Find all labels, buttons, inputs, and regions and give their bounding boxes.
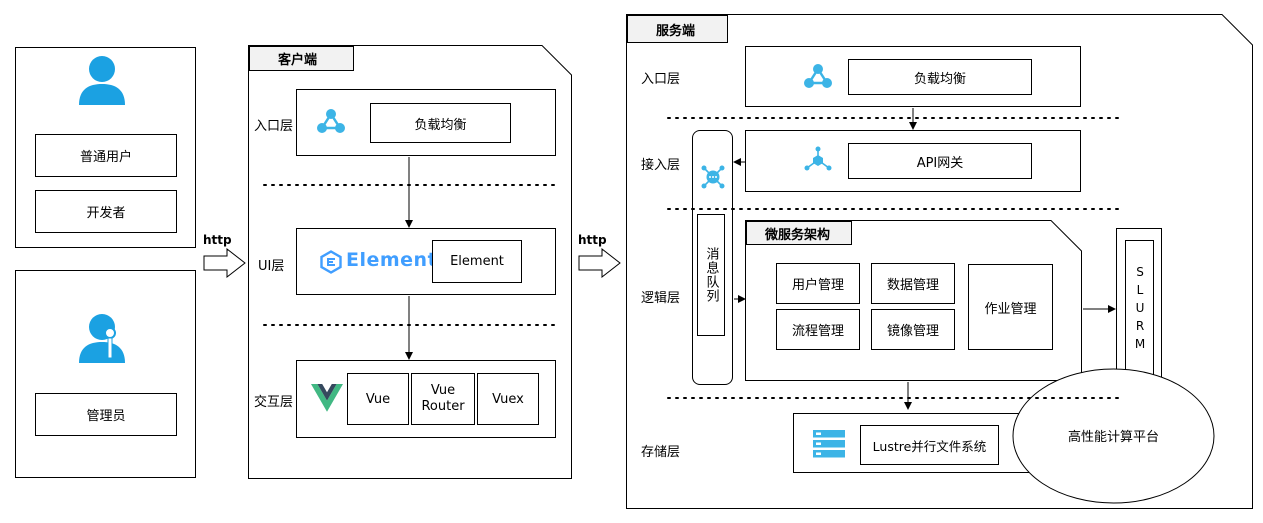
user-icon (79, 56, 125, 105)
vue-router-label: Vue Router (421, 383, 465, 414)
regular-user-box: 普通用户 (35, 134, 177, 177)
ui-layer-label: UI层 (258, 259, 285, 274)
message-queue-icon (701, 165, 725, 189)
message-queue-label: 消息队列 (703, 247, 719, 303)
process-mgmt-label: 流程管理 (791, 324, 844, 339)
vue-logo-icon (311, 384, 343, 412)
storage-icon (813, 430, 845, 458)
regular-user-label: 普通用户 (79, 150, 132, 165)
job-mgmt-label: 作业管理 (984, 301, 1037, 317)
api-gateway-box: API网关 (848, 143, 1032, 179)
image-mgmt-box: 镜像管理 (871, 309, 955, 350)
microservices-title: 微服务架构 (765, 227, 831, 243)
message-queue-box: 消息队列 (697, 214, 725, 336)
element-logo-icon (320, 250, 342, 274)
vue-router-box: Vue Router (411, 373, 475, 425)
admin-icon (79, 314, 125, 363)
vue-label: Vue (365, 391, 391, 407)
hpc-platform-label: 高性能计算平台 (1067, 429, 1159, 445)
server-title-tab: 服务端 (627, 15, 728, 43)
admin-box: 管理员 (35, 393, 177, 436)
vuex-box: Vuex (477, 373, 539, 425)
client-title-tab: 客户端 (249, 46, 354, 71)
element-logo-text: Element (346, 249, 438, 271)
data-mgmt-box: 数据管理 (871, 263, 955, 304)
developer-box: 开发者 (35, 190, 177, 233)
microservices-title-tab: 微服务架构 (746, 221, 852, 245)
lustre-label: Lustre并行文件系统 (872, 438, 987, 454)
http-arrow-icon (578, 248, 621, 278)
storage-layer-label: 存储层 (641, 445, 681, 460)
image-mgmt-label: 镜像管理 (886, 324, 939, 339)
user-mgmt-label: 用户管理 (791, 278, 844, 293)
api-gateway-icon (804, 146, 832, 171)
admin-panel (15, 270, 196, 478)
access-layer-label: 接入层 (641, 158, 681, 173)
server-title: 服务端 (656, 23, 696, 39)
logic-layer-label: 逻辑层 (641, 291, 681, 306)
admin-label: 管理员 (86, 409, 126, 424)
process-mgmt-box: 流程管理 (776, 309, 860, 350)
load-balancer-icon (317, 109, 345, 133)
user-mgmt-box: 用户管理 (776, 263, 860, 304)
slurm-label: SLURM (1133, 265, 1147, 355)
client-load-balancer-label: 负载均衡 (414, 117, 467, 133)
client-title: 客户端 (278, 53, 318, 68)
hpc-platform-ellipse (1012, 368, 1215, 504)
vue-box: Vue (347, 373, 409, 425)
interaction-layer-label: 交互层 (254, 395, 294, 410)
http-arrow-icon (203, 248, 246, 278)
lustre-box: Lustre并行文件系统 (860, 425, 999, 465)
client-load-balancer-box: 负载均衡 (370, 103, 511, 143)
server-load-balancer-icon (804, 64, 832, 88)
http-label-client: http (203, 233, 232, 247)
client-entry-layer-label: 入口层 (254, 119, 294, 134)
developer-label: 开发者 (86, 206, 126, 221)
server-load-balancer-box: 负载均衡 (848, 59, 1032, 95)
api-gateway-label: API网关 (916, 155, 964, 171)
job-mgmt-box: 作业管理 (968, 264, 1053, 350)
server-load-balancer-label: 负载均衡 (913, 71, 966, 87)
vuex-label: Vuex (492, 391, 524, 407)
server-entry-layer-label: 入口层 (641, 72, 681, 87)
data-mgmt-label: 数据管理 (886, 278, 939, 293)
http-label-server: http (578, 233, 607, 247)
element-box: Element (432, 240, 522, 283)
element-label: Element (450, 254, 504, 269)
